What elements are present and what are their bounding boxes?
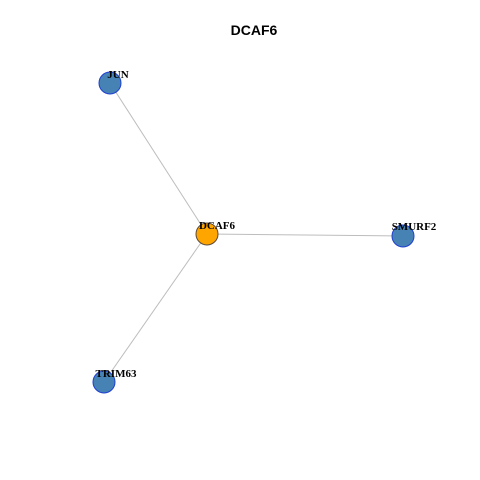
edge-dcaf6-trim63 [103,233,208,383]
node-label-dcaf6: DCAF6 [199,220,236,232]
node-smurf2[interactable] [391,224,415,248]
node-dcaf6[interactable] [195,222,219,246]
node-trim63[interactable] [92,370,116,394]
diagram-title: DCAF6 [231,22,278,38]
node-label-smurf2: SMURF2 [392,221,437,233]
node-label-trim63: TRIM63 [96,368,137,380]
edges-layer [103,82,404,383]
node-label-jun: JUN [107,69,128,81]
node-jun[interactable] [98,71,122,95]
edge-dcaf6-jun [109,82,208,235]
edge-dcaf6-smurf2 [206,233,404,237]
nodes-layer [92,71,415,394]
